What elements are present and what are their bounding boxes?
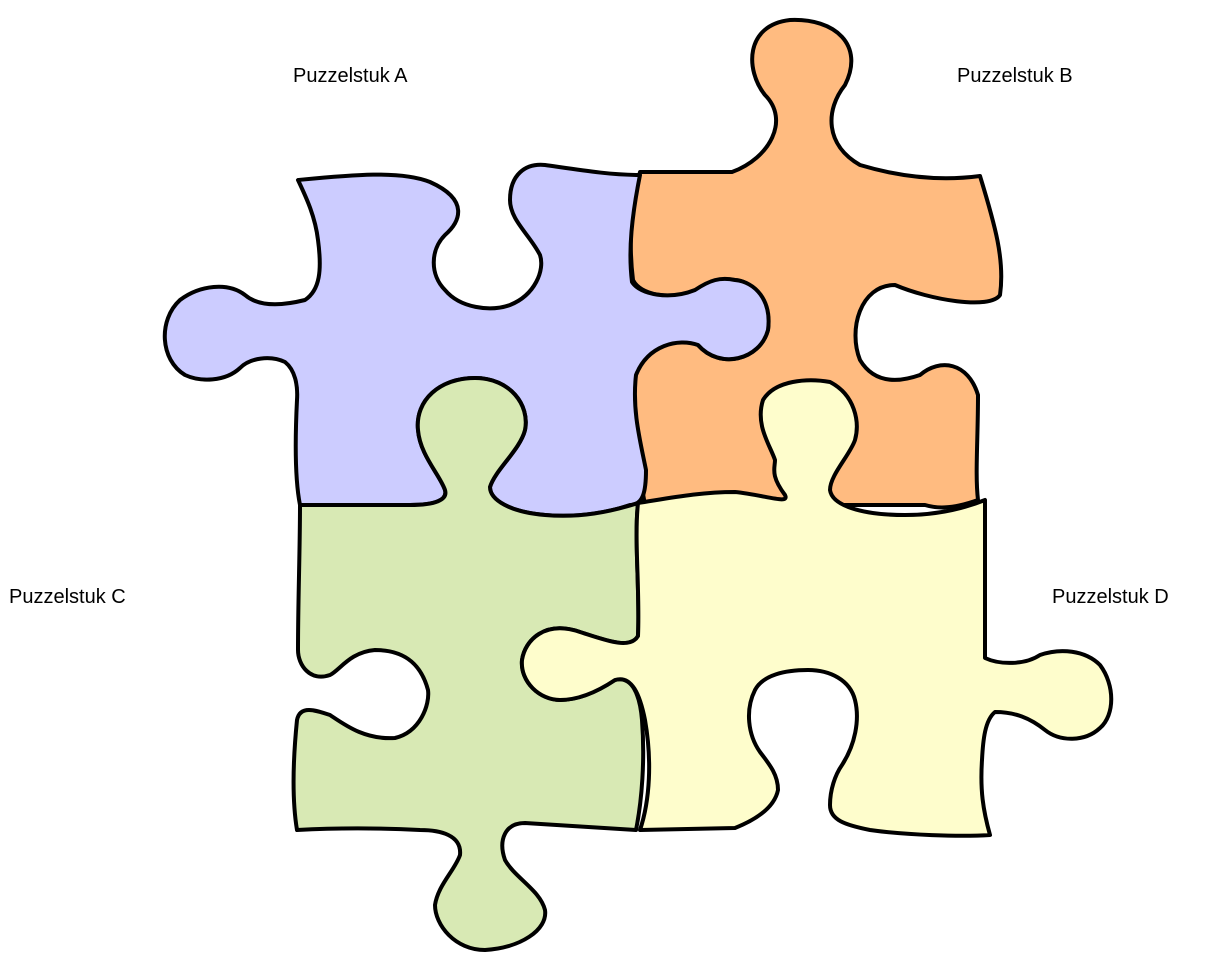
piece-label-d: Puzzelstuk D (1052, 586, 1169, 608)
piece-label-c: Puzzelstuk C (9, 586, 126, 608)
piece-label-b: Puzzelstuk B (957, 65, 1073, 87)
piece-label-a: Puzzelstuk A (293, 65, 408, 87)
puzzle-piece-d (519, 378, 1114, 838)
puzzle-piece-c (291, 376, 646, 952)
